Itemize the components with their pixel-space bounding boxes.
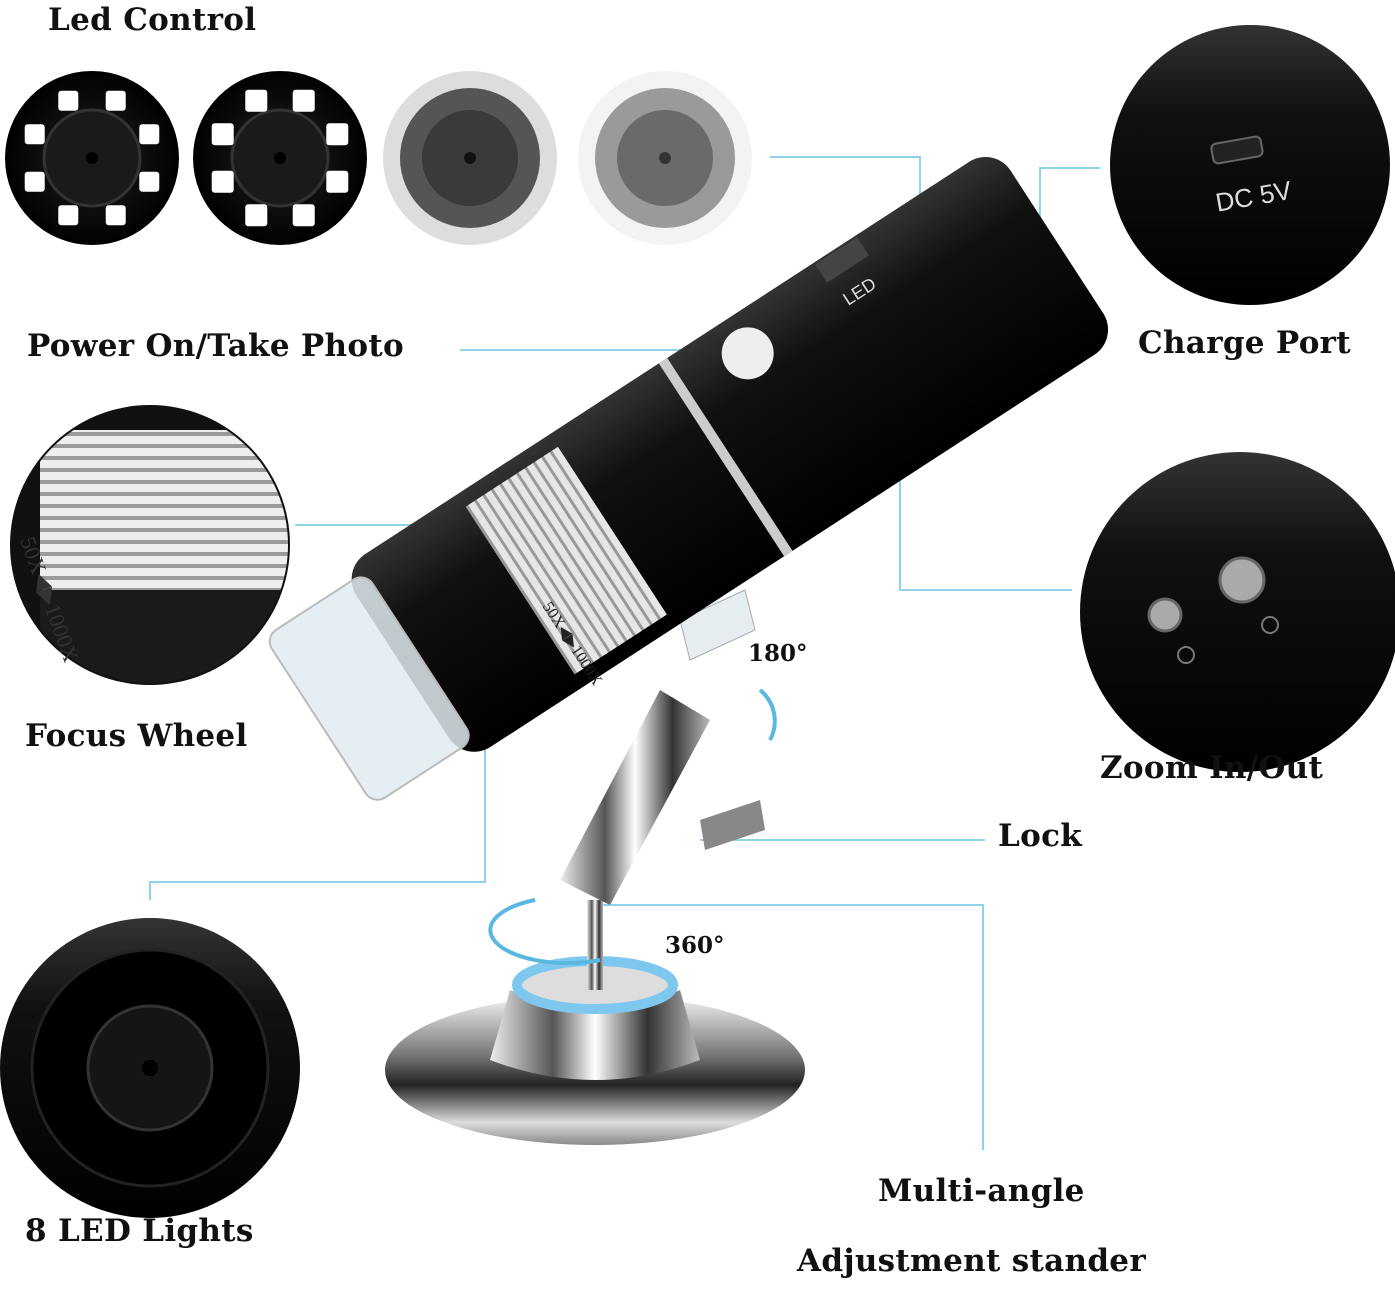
- led-icon: [139, 171, 160, 192]
- led-icon: [24, 124, 45, 145]
- stand: [385, 589, 805, 1145]
- leader-charge-port: [1039, 167, 1100, 232]
- rotate-180-icon: [758, 688, 777, 741]
- zoom-out-button: [1147, 597, 1183, 633]
- led-icon: [58, 205, 79, 226]
- charge-port-inset: DC 5V: [1110, 25, 1390, 305]
- led-icon: [292, 204, 315, 227]
- label-180: 180°: [748, 640, 808, 667]
- leader-led-lights: [149, 730, 486, 900]
- leader-stander: [600, 904, 984, 1150]
- led-icon: [58, 90, 79, 111]
- leader-lines: [149, 156, 1100, 1150]
- leader-zoom: [899, 450, 1072, 591]
- led-ring-level-1: [5, 71, 179, 245]
- arm: [560, 690, 710, 905]
- power-button: [721, 327, 774, 380]
- led-ring-level-2: [193, 71, 367, 245]
- label-zoom: Zoom In/Out: [1100, 750, 1324, 786]
- label-360: 360°: [665, 932, 725, 959]
- label-led-lights: 8 LED Lights: [25, 1213, 254, 1249]
- led-ring-level-4: [578, 71, 752, 245]
- lock-knob: [700, 800, 765, 850]
- led-ring-level-3: [383, 71, 557, 245]
- label-stander: Adjustment stander: [797, 1243, 1146, 1279]
- focus-wheel-inset: 50X◀▶1000X: [10, 405, 290, 685]
- led-icon: [245, 204, 268, 227]
- led-icon: [326, 123, 349, 146]
- led-icon: [139, 124, 160, 145]
- rotate-360-icon: [488, 898, 601, 966]
- zoom-in-button: [1218, 556, 1266, 604]
- zoom-inset: [1080, 452, 1395, 772]
- led-icon: [245, 89, 268, 112]
- led-lights-inset: [0, 918, 300, 1218]
- label-lock: Lock: [998, 818, 1083, 854]
- led-icon: [211, 170, 234, 193]
- label-power: Power On/Take Photo: [27, 328, 404, 364]
- label-led-control: Led Control: [48, 2, 257, 38]
- label-charge-port: Charge Port: [1138, 325, 1351, 361]
- led-icon: [211, 123, 234, 146]
- led-icon: [105, 90, 126, 111]
- led-icon: [292, 89, 315, 112]
- microscope-body: LED 50X◀▶1000X: [268, 157, 1109, 801]
- led-icon: [105, 205, 126, 226]
- label-multi-angle: Multi-angle: [878, 1173, 1085, 1209]
- lens-cap: [268, 576, 470, 801]
- led-icon: [326, 170, 349, 193]
- led-slider: [815, 237, 869, 283]
- led-icon: [24, 171, 45, 192]
- label-focus-wheel: Focus Wheel: [25, 718, 248, 754]
